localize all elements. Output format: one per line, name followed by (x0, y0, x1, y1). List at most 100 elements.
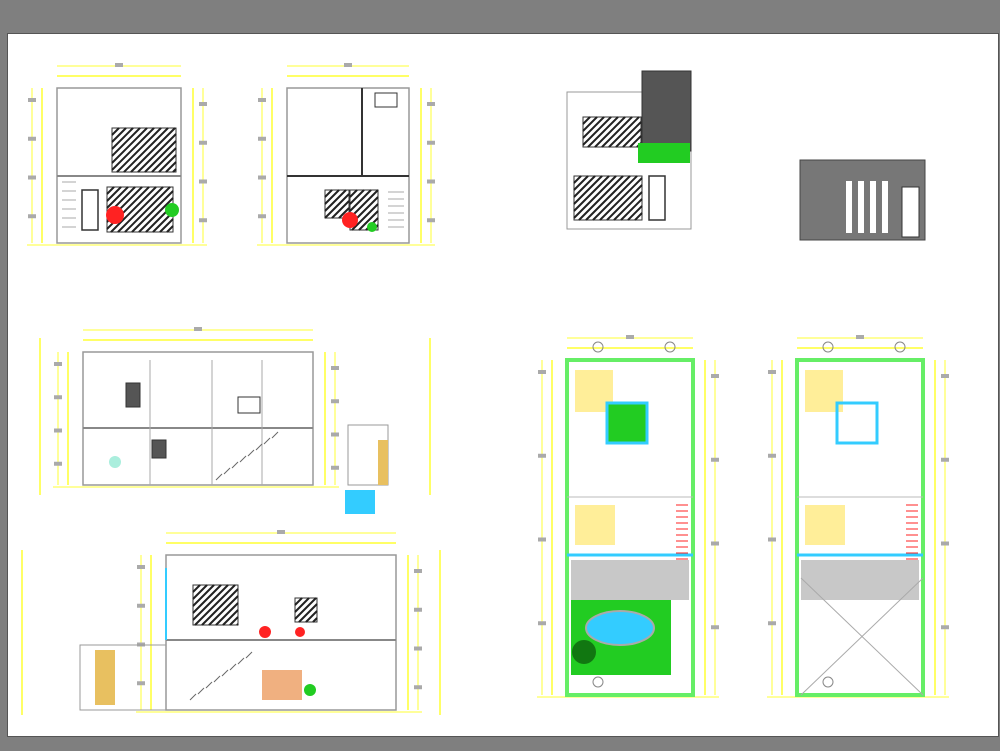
hatch-line (194, 584, 236, 626)
building-outline (286, 87, 410, 244)
building-outline (56, 87, 182, 244)
exterior-wall (795, 358, 925, 697)
hatch-line (349, 189, 379, 219)
bed (575, 505, 615, 545)
grid-marker (592, 676, 604, 688)
hatch-line (111, 127, 120, 136)
hatch-line (192, 584, 222, 614)
upper-floor-plan (767, 335, 949, 698)
hatch-line (606, 184, 643, 221)
hatch-line (192, 584, 208, 600)
hatch-line (573, 175, 596, 198)
hatch-line (601, 116, 633, 148)
hatch-line (124, 186, 171, 233)
tv (237, 396, 261, 414)
hatch-line (131, 190, 174, 233)
paving (571, 560, 689, 600)
armchair (259, 626, 271, 638)
dimension-label (54, 395, 62, 400)
stair (221, 669, 229, 677)
cross-section-2 (257, 63, 435, 246)
exterior-wall (565, 358, 695, 697)
hatch-line (294, 597, 317, 620)
brick-outline (799, 159, 926, 241)
dimension-label (768, 453, 776, 458)
grid-marker (822, 341, 834, 353)
courtyard (835, 401, 879, 445)
void-cross (800, 577, 924, 696)
hatch-line (578, 175, 624, 221)
dimension-label (427, 102, 435, 106)
hatch-line (634, 212, 643, 221)
dimension-label (538, 621, 546, 626)
dimension-label (28, 98, 36, 102)
hatch-line (294, 597, 303, 606)
hatch-line (111, 127, 141, 157)
dimension-label (199, 102, 207, 106)
hatch-line (192, 584, 201, 593)
stair (229, 663, 237, 671)
dimension-label (28, 214, 36, 219)
plant (165, 203, 179, 217)
hatch-line (305, 610, 318, 623)
dimension-label (856, 335, 864, 339)
dimension-label (414, 569, 422, 573)
longitudinal-section-2 (21, 530, 441, 715)
dimension-label (941, 541, 949, 546)
dimension-label (427, 140, 435, 145)
hatch-line (608, 116, 640, 148)
dimension-label (258, 98, 266, 102)
grid-marker (822, 676, 834, 688)
dimension-label (427, 218, 435, 223)
hatch-line (298, 603, 318, 623)
dimension-label (711, 625, 719, 630)
dimension-label (414, 646, 422, 651)
hatch-line (159, 218, 174, 233)
dimension-label (258, 214, 266, 219)
dimension-label (331, 465, 339, 470)
front-facade (566, 70, 692, 230)
hatch-line (117, 186, 164, 233)
dimension-label (54, 362, 62, 366)
plant (367, 222, 377, 232)
hatch-line (123, 127, 169, 173)
hatch-line (106, 186, 115, 195)
stair (189, 693, 197, 701)
dimension-label (277, 530, 285, 534)
stair (239, 455, 247, 463)
longitudinal-section-1 (39, 327, 431, 514)
paving (801, 560, 919, 600)
bed (805, 505, 845, 545)
dimension-label (538, 370, 546, 374)
stair (215, 473, 223, 481)
tree (572, 640, 596, 664)
hatch-line (106, 186, 129, 209)
hatch-line (613, 191, 643, 221)
hatch-line (349, 189, 365, 205)
hatch-line (585, 175, 631, 221)
dimension-label (137, 681, 145, 686)
hatch-line (312, 617, 318, 623)
hatch-line (349, 189, 358, 198)
building-outline (82, 351, 314, 486)
stair (213, 675, 221, 683)
hatch-line (331, 200, 350, 219)
grid-marker (592, 341, 604, 353)
armchair (106, 206, 124, 224)
hatch-line (151, 147, 177, 173)
dimension-label (538, 453, 546, 458)
hatch-line (166, 225, 174, 233)
dimension-label (344, 63, 352, 67)
garden-wall (79, 644, 167, 711)
stair (263, 437, 271, 445)
hatch-line (582, 116, 612, 146)
stair (255, 443, 263, 451)
dimension-label (768, 370, 776, 374)
vertical-window (846, 181, 852, 233)
hatch-line (582, 116, 605, 139)
stone-wall (95, 650, 115, 705)
vertical-window (882, 181, 888, 233)
hatch-line (573, 175, 617, 219)
hatch-line (111, 127, 134, 150)
